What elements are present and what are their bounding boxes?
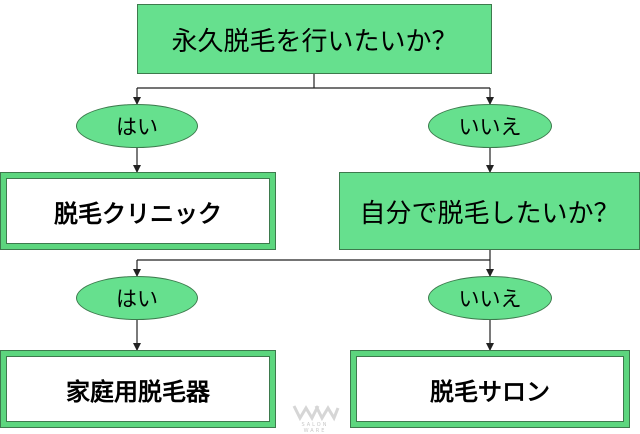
question-permanent-removal: 永久脱毛を行いたいか？	[137, 4, 492, 74]
watermark-logo: SALON WARE	[290, 402, 340, 434]
result-home-device-box: 家庭用脱毛器	[0, 350, 276, 428]
result-salon-box: 脱毛サロン	[350, 350, 630, 428]
result-home-device-text: 家庭用脱毛器	[66, 377, 210, 406]
result-clinic-inner: 脱毛クリニック	[6, 178, 270, 244]
result-clinic-box: 脱毛クリニック	[0, 172, 276, 250]
branch-no-label-1: いいえ	[458, 115, 522, 139]
result-clinic-text: 脱毛クリニック	[54, 199, 222, 228]
question-permanent-removal-text: 永久脱毛を行いたいか？	[171, 26, 458, 57]
branch-no-oval-1: いいえ	[428, 104, 552, 148]
branch-yes-oval-1: はい	[76, 104, 198, 148]
result-salon-text: 脱毛サロン	[430, 377, 550, 406]
branch-no-label-2: いいえ	[458, 287, 522, 311]
result-home-device-inner: 家庭用脱毛器	[6, 356, 270, 422]
branch-yes-label-1: はい	[116, 115, 158, 139]
question-self-removal-text: 自分で脱毛したいか？	[359, 198, 620, 229]
watermark-mark-icon	[292, 405, 340, 422]
watermark-text: SALON WARE	[301, 422, 329, 434]
result-salon-inner: 脱毛サロン	[356, 356, 624, 422]
branch-yes-label-2: はい	[116, 287, 158, 311]
question-self-removal: 自分で脱毛したいか？	[339, 172, 640, 250]
branch-no-oval-2: いいえ	[428, 276, 552, 320]
branch-yes-oval-2: はい	[76, 276, 198, 320]
